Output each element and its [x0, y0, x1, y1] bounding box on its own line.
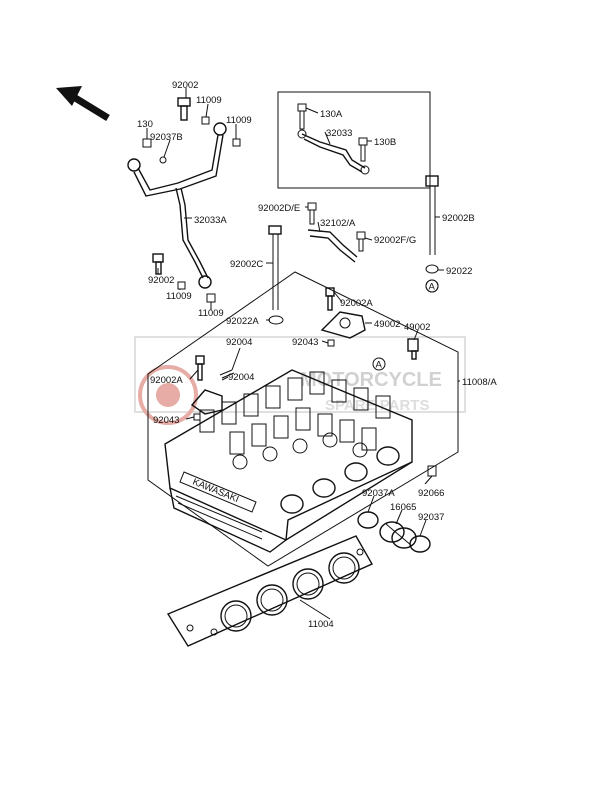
inset-box	[277, 91, 431, 189]
part-label-130: 130	[137, 119, 153, 130]
part-label-32033a: 32033A	[194, 215, 227, 226]
part-label-11009: 11009	[198, 308, 224, 319]
part-label-11009: 11009	[226, 115, 252, 126]
stud-bolt-92002b	[425, 175, 439, 293]
oil-pipe-32102	[307, 202, 366, 263]
ref-mark-a-head: A	[372, 357, 386, 371]
camshaft-cap-right	[320, 287, 419, 360]
part-label-49002: 49002	[404, 322, 430, 333]
part-label-92037a: 92037A	[362, 488, 395, 499]
part-label-92002b: 92002B	[442, 213, 475, 224]
part-label-11008a: 11008/A	[462, 377, 497, 388]
part-label-32033: 32033	[326, 128, 352, 139]
ref-mark-a-top: A	[425, 279, 439, 293]
part-label-130b: 130B	[374, 137, 396, 148]
part-label-92002a: 92002A	[340, 298, 373, 309]
part-label-92002de: 92002D/E	[258, 203, 300, 214]
part-label-92066: 92066	[418, 488, 444, 499]
ref-mark-text: A	[429, 282, 436, 293]
part-label-49002: 49002	[374, 319, 400, 330]
part-labels: 92002 11009 130 92037B 11009 32033A 9200…	[137, 80, 497, 630]
part-label-92022: 92022	[446, 266, 472, 277]
part-label-92002: 92002	[172, 80, 198, 91]
exhaust-ports	[280, 446, 400, 514]
part-label-16065: 16065	[390, 502, 416, 513]
part-label-130a: 130A	[320, 109, 343, 120]
banjo-fitting-left	[127, 158, 141, 172]
banjo-fitting-bottom	[198, 275, 212, 289]
banjo-fitting-right	[213, 122, 227, 136]
part-label-92043: 92043	[153, 415, 179, 426]
part-label-11009: 11009	[196, 95, 222, 106]
part-label-32102a: 32102/A	[320, 218, 356, 229]
stud-bolt-92002c	[268, 225, 284, 325]
part-label-92002: 92002	[148, 275, 174, 286]
head-gasket	[166, 535, 373, 647]
part-label-92004: 92004	[228, 372, 254, 383]
front-direction-arrow-icon	[56, 86, 110, 121]
part-label-92037b: 92037B	[150, 132, 183, 143]
watermark: MOTORCYCLE SPARE PARTS	[134, 336, 466, 425]
part-label-92002a: 92002A	[150, 375, 183, 386]
leader-lines	[146, 88, 460, 620]
ref-mark-text: A	[376, 360, 383, 371]
cam-towers	[199, 371, 391, 455]
watermark-line1: MOTORCYCLE	[300, 369, 442, 391]
part-label-11009: 11009	[166, 291, 192, 302]
valve-bores	[232, 432, 368, 470]
part-label-92022a: 92022A	[226, 316, 259, 327]
part-label-11004: 11004	[308, 619, 334, 630]
head-nameplate: KAWASAKI	[179, 471, 257, 513]
part-label-92037: 92037	[418, 512, 444, 523]
part-label-92004: 92004	[226, 337, 252, 348]
part-label-92002fg: 92002F/G	[374, 235, 416, 246]
oil-pipe-assembly	[127, 97, 241, 303]
part-label-92002c: 92002C	[230, 259, 263, 270]
part-label-92043: 92043	[292, 337, 318, 348]
